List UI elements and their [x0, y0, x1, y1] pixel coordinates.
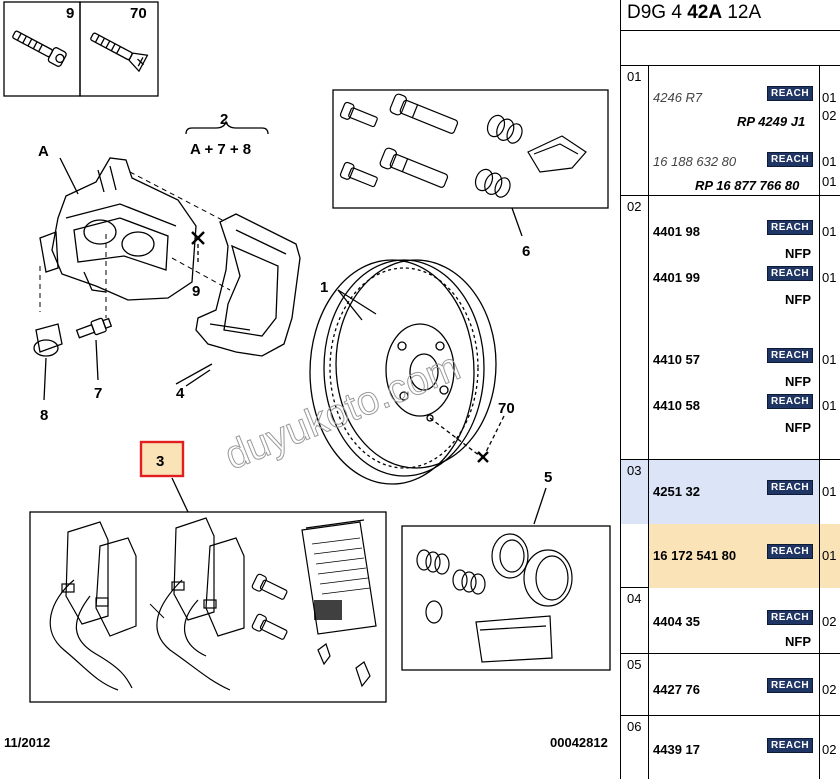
part-ref[interactable]: 4439 17 — [653, 742, 700, 757]
label-70-top: 70 — [130, 5, 147, 22]
part-ref[interactable]: 4401 99 — [653, 270, 700, 285]
part-ref[interactable]: 4410 58 — [653, 398, 700, 413]
footer-drawing-number: 00042812 — [550, 735, 608, 750]
group-04: 04 4404 35 REACH NFP 02 — [621, 588, 840, 654]
replacement-ref[interactable]: RP 16 877 766 80 — [695, 178, 800, 193]
part-ref[interactable]: 4251 32 — [653, 484, 700, 499]
quantity: 01 — [822, 154, 837, 169]
quantity: 01 — [822, 484, 837, 499]
reach-badge: REACH — [767, 480, 814, 495]
label-4: 4 — [176, 385, 185, 402]
group-05: 05 4427 76 REACH 02 — [621, 654, 840, 716]
label-6: 6 — [522, 243, 530, 260]
group-01: 01 4246 R7 REACH RP 4249 J1 16 188 632 8… — [621, 66, 840, 196]
slide-kit-parts — [339, 93, 587, 198]
exploded-view-drawing: duyukoto.com 9 70 A 2 A + 7 + 8 9 6 1 7 … — [3, 1, 611, 703]
group-03: 03 4251 32 REACH 16 172 541 80 REACH 01 … — [621, 460, 840, 588]
part-ref[interactable]: 4427 76 — [653, 682, 700, 697]
screw-9-icon — [12, 30, 67, 67]
label-3: 3 — [156, 453, 164, 470]
box-item-6 — [332, 89, 609, 209]
header-spacer — [621, 31, 840, 66]
group-number: 03 — [621, 460, 649, 524]
cap-8 — [33, 323, 63, 357]
model-code: D9G 4 42A 12A — [627, 2, 762, 23]
group-number: 04 — [621, 588, 649, 653]
group-02: 02 4401 98 REACH NFP 4401 99 REACH NFP 4… — [621, 196, 840, 460]
nfp-label: NFP — [785, 246, 811, 261]
reach-badge: REACH — [767, 266, 814, 281]
nfp-label: NFP — [785, 292, 811, 307]
nfp-label: NFP — [785, 420, 811, 435]
parts-list-panel: D9G 4 42A 12A 01 4246 R7 REACH RP 4249 J… — [620, 0, 840, 779]
group-06: 06 4439 17 REACH 02 — [621, 716, 840, 779]
highlight-box-3 — [139, 440, 185, 478]
label-8: 8 — [40, 407, 48, 424]
label-2: 2 — [220, 111, 228, 128]
part-row-4251-32[interactable]: 4251 32 REACH — [649, 460, 819, 524]
part-ref[interactable]: 4401 98 — [653, 224, 700, 239]
caliper-body — [39, 157, 197, 301]
reach-badge: REACH — [767, 738, 814, 753]
quantity: 02 — [822, 682, 837, 697]
brake-disc — [309, 259, 497, 485]
box-item-70 — [79, 1, 159, 97]
quantity: 01 — [822, 352, 837, 367]
label-A: A — [38, 143, 49, 160]
quantity: 01 — [822, 90, 837, 105]
label-70: 70 — [498, 400, 515, 417]
box-item-5 — [401, 525, 611, 671]
quantity: 01 — [822, 174, 837, 189]
label-9: 9 — [192, 283, 200, 300]
bleed-screw-7 — [75, 317, 113, 339]
nfp-label: NFP — [785, 634, 811, 649]
pad-screws — [251, 573, 371, 688]
reach-badge: REACH — [767, 220, 814, 235]
reach-badge: REACH — [767, 86, 814, 101]
reach-badge: REACH — [767, 394, 814, 409]
replacement-ref[interactable]: RP 4249 J1 — [737, 114, 806, 129]
part-ref[interactable]: 16 172 541 80 — [653, 548, 737, 563]
quantity: 01 — [822, 270, 837, 285]
part-ref[interactable]: 4404 35 — [653, 614, 700, 629]
group-number: 02 — [621, 196, 649, 459]
quantity: 01 — [822, 398, 837, 413]
quantity: 02 — [822, 742, 837, 757]
footer-date: 11/2012 — [4, 735, 51, 750]
group-number: 05 — [621, 654, 649, 715]
label-2-sub: A + 7 + 8 — [190, 141, 251, 158]
nfp-label: NFP — [785, 374, 811, 389]
label-7: 7 — [94, 385, 102, 402]
reach-badge: REACH — [767, 152, 814, 167]
quantity: 02 — [822, 108, 837, 123]
group-number: 01 — [621, 66, 649, 195]
group-number: 06 — [621, 716, 649, 779]
reach-badge: REACH — [767, 348, 814, 363]
instruction-booklet — [301, 519, 377, 635]
reach-badge: REACH — [767, 544, 814, 559]
box-item-3 — [29, 511, 387, 703]
label-1: 1 — [320, 279, 328, 296]
part-row-16-172-541-80[interactable]: 16 172 541 80 REACH — [649, 524, 819, 588]
piston-seal-kit — [416, 533, 573, 663]
caliper-bracket — [195, 213, 301, 357]
screw-70-icon — [90, 32, 149, 73]
reach-badge: REACH — [767, 610, 814, 625]
panel-header: D9G 4 42A 12A — [621, 0, 840, 31]
reach-badge: REACH — [767, 678, 814, 693]
part-ref[interactable]: 4246 R7 — [653, 90, 703, 105]
part-ref[interactable]: 16 188 632 80 — [653, 154, 737, 169]
brake-pads — [49, 517, 245, 691]
watermark: duyukoto.com — [219, 344, 466, 478]
quantity: 01 — [822, 548, 837, 563]
quantity: 02 — [822, 614, 837, 629]
quantity: 01 — [822, 224, 837, 239]
label-5: 5 — [544, 469, 552, 486]
part-ref[interactable]: 4410 57 — [653, 352, 700, 367]
label-9-top: 9 — [66, 5, 74, 22]
parts-diagram: duyukoto.com 9 70 A 2 A + 7 + 8 9 6 1 7 … — [3, 1, 611, 750]
